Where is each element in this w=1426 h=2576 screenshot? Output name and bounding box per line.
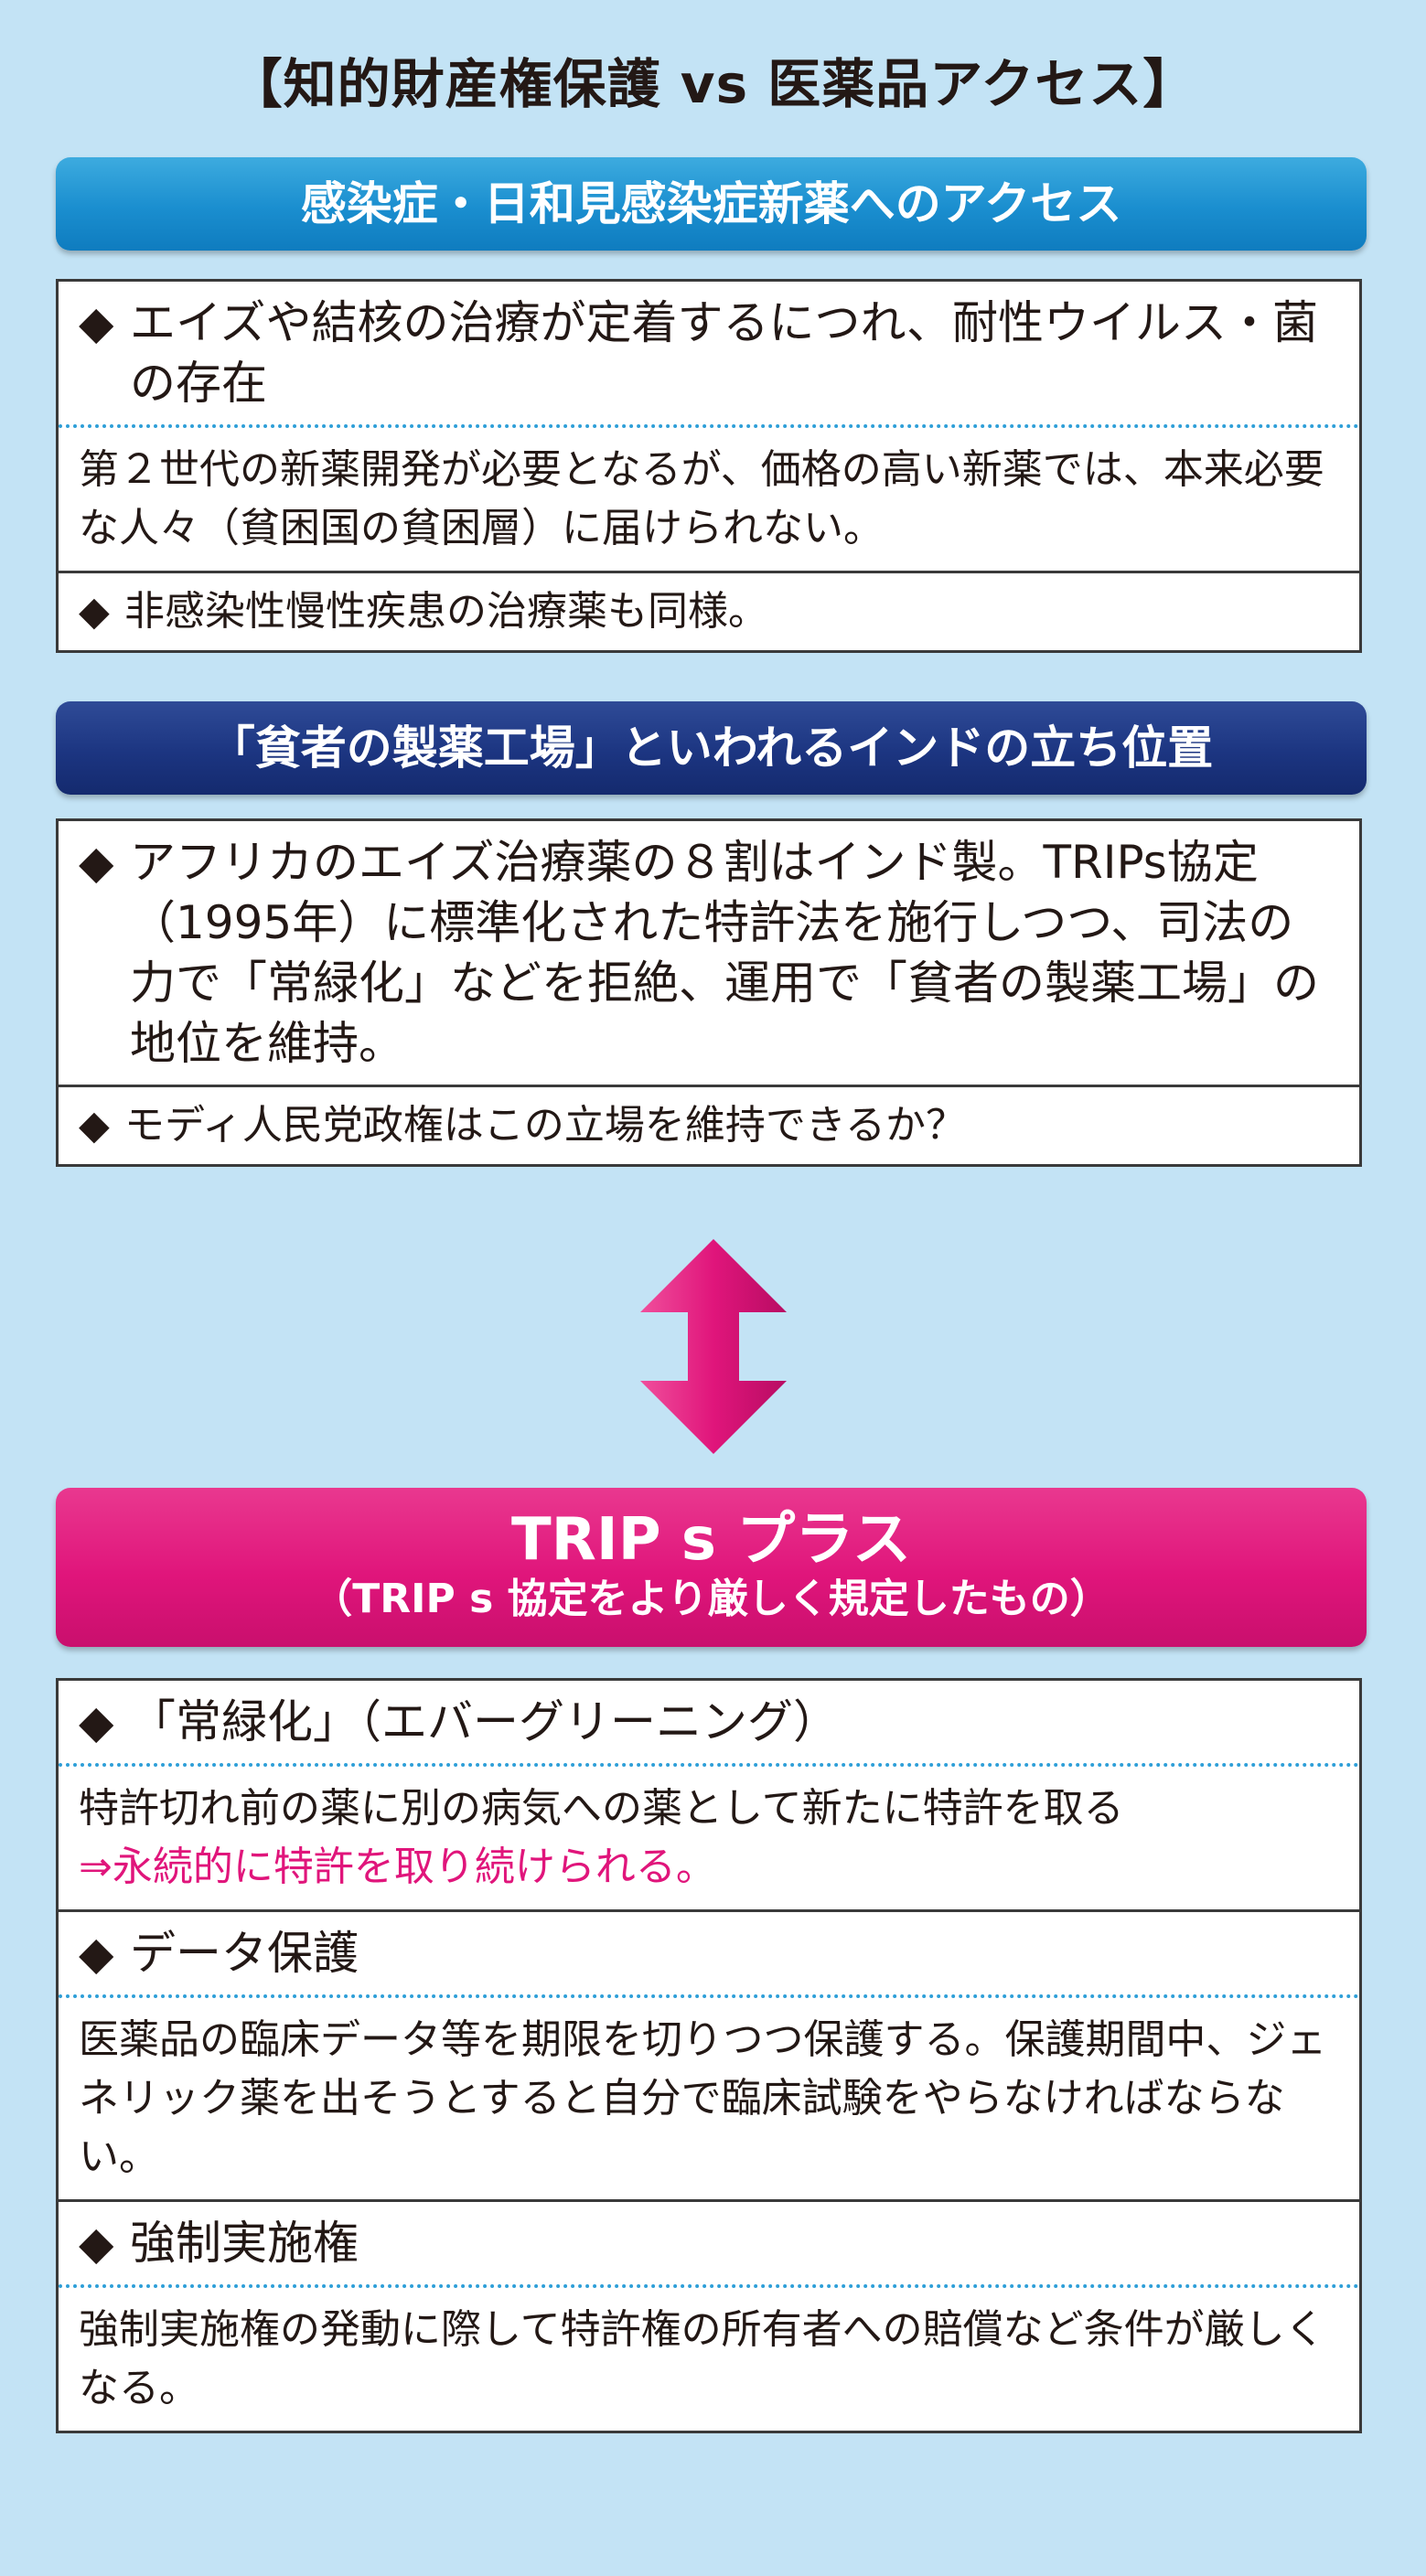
diamond-bullet-icon: ◆ bbox=[79, 1927, 114, 1980]
banner-india-position: 「貧者の製薬工場」といわれるインドの立ち位置 bbox=[56, 701, 1367, 795]
banner-infectious-disease-access: 感染症・日和見感染症新薬へのアクセス bbox=[56, 157, 1367, 251]
banner-trips-plus-subtitle: （TRIP s 協定をより厳しく規定したもの） bbox=[312, 1576, 1110, 1622]
item-body-data-protection: 医薬品の臨床データ等を期限を切りつつ保護する。保護期間中、ジェネリック薬を出そう… bbox=[79, 2016, 1327, 2180]
diamond-bullet-icon: ◆ bbox=[79, 296, 114, 349]
banner-trips-plus-title: TRIP s プラス bbox=[510, 1506, 912, 1574]
box-trips-plus: ◆ 「常緑化」（エバーグリーニング） 特許切れ前の薬に別の病気への薬として新たに… bbox=[56, 1678, 1362, 2433]
diamond-bullet-icon: ◆ bbox=[79, 1102, 110, 1149]
item-modi-government: ◆ モディ人民党政権はこの立場を維持できるか？ bbox=[59, 1087, 1359, 1164]
item-chronic-disease-text: 非感染性慢性疾患の治療薬も同様。 bbox=[124, 588, 768, 635]
item-heading-text: 「常緑化」（エバーグリーニング） bbox=[130, 1695, 839, 1748]
item-heading-text: 強制実施権 bbox=[130, 2217, 359, 2270]
diamond-bullet-icon: ◆ bbox=[79, 588, 110, 635]
diamond-bullet-icon: ◆ bbox=[79, 2217, 114, 2270]
item-body-compulsory-license: 強制実施権の発動に際して特許権の所有者への賠償など条件が厳しくなる。 bbox=[79, 2306, 1325, 2411]
section-resistance: ◆ エイズや結核の治療が定着するにつれ、耐性ウイルス・菌の存在 第２世代の新薬開… bbox=[59, 282, 1359, 571]
section-compulsory-license: ◆ 強制実施権 強制実施権の発動に際して特許権の所有者への賠償など条件が厳しくな… bbox=[59, 2199, 1359, 2431]
page-title: 【知的財産権保護 vs 医薬品アクセス】 bbox=[229, 53, 1197, 115]
item-heading-data-protection: ◆ データ保護 bbox=[59, 1912, 1359, 1998]
item-body-highlight: ⇒永続的に特許を取り続けられる。 bbox=[79, 1844, 716, 1890]
section-chronic-disease: ◆ 非感染性慢性疾患の治療薬も同様。 bbox=[59, 571, 1359, 650]
item-body-text: 特許切れ前の薬に別の病気への薬として新たに特許を取る bbox=[79, 1785, 1124, 1832]
item-heading-text: データ保護 bbox=[130, 1927, 359, 1980]
item-heading-resistance: ◆ エイズや結核の治療が定着するにつれ、耐性ウイルス・菌の存在 bbox=[59, 282, 1359, 428]
section-data-protection: ◆ データ保護 医薬品の臨床データ等を期限を切りつつ保護する。保護期間中、ジェネ… bbox=[59, 1909, 1359, 2199]
item-chronic-disease: ◆ 非感染性慢性疾患の治療薬も同様。 bbox=[59, 573, 1359, 650]
box-india-position: ◆ アフリカのエイズ治療薬の８割はインド製。TRIPs協定（1995年）に標準化… bbox=[56, 818, 1362, 1167]
item-body-evergreening: 特許切れ前の薬に別の病気への薬として新たに特許を取る ⇒永続的に特許を取り続けら… bbox=[59, 1767, 1359, 1909]
item-body-new-drugs: 第２世代の新薬開発が必要となるが、価格の高い新薬では、本来必要な人々（貧困国の貧… bbox=[79, 446, 1324, 551]
section-modi-government: ◆ モディ人民党政権はこの立場を維持できるか？ bbox=[59, 1085, 1359, 1164]
diamond-bullet-icon: ◆ bbox=[79, 1695, 114, 1748]
section-india-generics: ◆ アフリカのエイズ治療薬の８割はインド製。TRIPs協定（1995年）に標準化… bbox=[59, 821, 1359, 1085]
section-evergreening: ◆ 「常緑化」（エバーグリーニング） 特許切れ前の薬に別の病気への薬として新たに… bbox=[59, 1681, 1359, 1909]
item-modi-government-text: モディ人民党政権はこの立場を維持できるか？ bbox=[124, 1102, 967, 1149]
item-heading-text: エイズや結核の治療が定着するにつれ、耐性ウイルス・菌の存在 bbox=[130, 296, 1318, 410]
item-india-generics-text: アフリカのエイズ治療薬の８割はインド製。TRIPs協定（1995年）に標準化され… bbox=[130, 836, 1319, 1070]
item-heading-evergreening: ◆ 「常緑化」（エバーグリーニング） bbox=[59, 1681, 1359, 1767]
diamond-bullet-icon: ◆ bbox=[79, 836, 114, 889]
double-arrow-up-down-icon bbox=[640, 1239, 787, 1454]
banner-trips-plus: TRIP s プラス （TRIP s 協定をより厳しく規定したもの） bbox=[56, 1488, 1367, 1647]
item-heading-compulsory-license: ◆ 強制実施権 bbox=[59, 2202, 1359, 2288]
box-infectious-disease: ◆ エイズや結核の治療が定着するにつれ、耐性ウイルス・菌の存在 第２世代の新薬開… bbox=[56, 279, 1362, 653]
item-india-generics: ◆ アフリカのエイズ治療薬の８割はインド製。TRIPs協定（1995年）に標準化… bbox=[59, 821, 1359, 1085]
